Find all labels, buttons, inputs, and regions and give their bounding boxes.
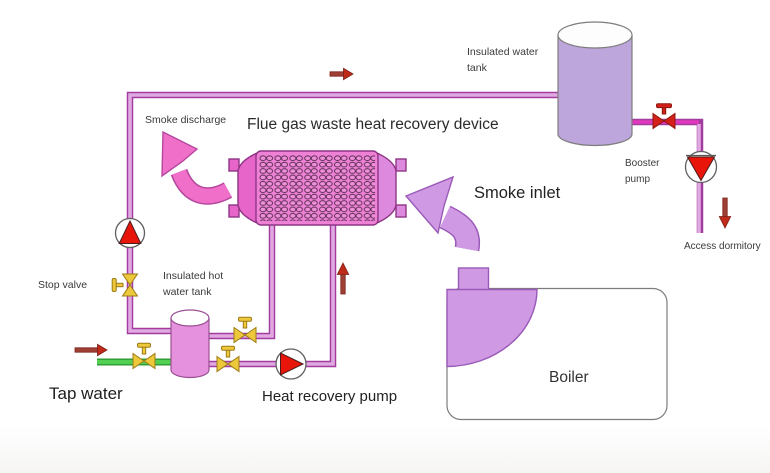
flow-arrow-riser-icon bbox=[336, 262, 350, 295]
label-smoke-discharge: Smoke discharge bbox=[145, 114, 227, 126]
pipe-tank-upper bbox=[207, 224, 276, 340]
heat-recovery-pump-icon bbox=[275, 348, 307, 380]
label-insulated-water-tank-line2: tank bbox=[467, 62, 487, 75]
label-booster-pump-line1: Booster bbox=[625, 158, 660, 169]
flow-arrow-tap-icon bbox=[74, 343, 108, 357]
lower-outlet-valve-icon bbox=[216, 345, 240, 373]
boiler-chimney bbox=[457, 267, 490, 292]
diagram-title: Flue gas waste heat recovery device bbox=[247, 116, 499, 133]
label-tap-water: Tap water bbox=[49, 384, 123, 403]
label-insulated-hot-tank-line1: Insulated hot bbox=[163, 270, 224, 282]
flow-arrow-top-icon bbox=[329, 67, 354, 81]
smoke-discharge-arrow-icon bbox=[161, 130, 233, 205]
flow-arrow-dormitory-icon bbox=[718, 197, 732, 229]
label-insulated-hot-tank-line2: water tank bbox=[163, 286, 212, 299]
label-booster-pump: Booster pump bbox=[625, 156, 659, 187]
boiler-smoke-region bbox=[446, 288, 538, 368]
label-insulated-water-tank-line1: Insulated water bbox=[467, 46, 539, 58]
tube-bundle bbox=[259, 155, 375, 221]
upper-outlet-valve-icon bbox=[233, 316, 257, 344]
label-access-dormitory: Access dormitory bbox=[684, 241, 761, 252]
circulation-pump-icon bbox=[114, 217, 146, 249]
label-insulated-water-tank: Insulated water tank bbox=[467, 44, 538, 77]
label-stop-valve: Stop valve bbox=[38, 279, 88, 291]
stop-valve-icon bbox=[111, 273, 139, 297]
insulated-hot-water-tank bbox=[170, 309, 210, 379]
boiler bbox=[446, 267, 668, 421]
label-booster-pump-line2: pump bbox=[625, 173, 651, 185]
booster-pump-icon bbox=[684, 150, 718, 184]
pipe-tank-lower bbox=[207, 224, 337, 368]
tap-water-valve-icon bbox=[132, 342, 156, 370]
insulated-water-tank bbox=[557, 21, 633, 147]
pipe-main-loop bbox=[126, 91, 560, 335]
smoke-inlet-arrow-icon bbox=[404, 175, 481, 252]
label-heat-recovery-pump: Heat recovery pump bbox=[262, 388, 398, 405]
heat-exchanger bbox=[228, 150, 407, 226]
label-boiler: Boiler bbox=[549, 369, 589, 386]
label-insulated-hot-water-tank: Insulated hot water tank bbox=[163, 268, 223, 301]
tank-outlet-red-valve-icon bbox=[652, 103, 676, 130]
label-smoke-inlet: Smoke inlet bbox=[474, 184, 561, 202]
